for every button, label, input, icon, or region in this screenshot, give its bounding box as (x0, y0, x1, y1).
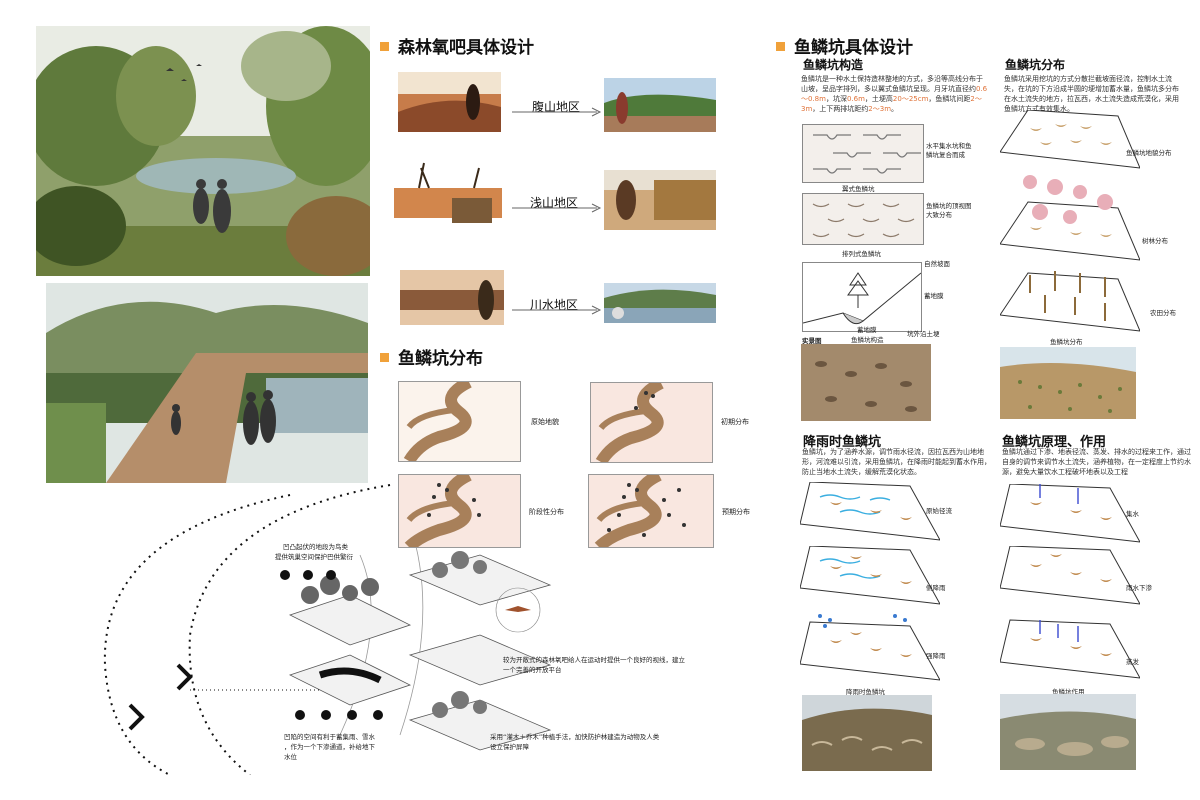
forest-section-title: 森林氧吧具体设计 (380, 33, 534, 58)
tree-distribution-label: 树林分布 (1142, 237, 1168, 245)
middle-note-line1: 较为开敞式的森林氧吧给人在运动时提供一个良好的视线，建立 (503, 656, 685, 664)
pit-section-figure (802, 262, 922, 332)
principle-caption: 鱼鳞坑作用 (1052, 688, 1085, 696)
region1-arrow-icon (512, 107, 602, 117)
construction-text-part: 鱼鳞坑是一种水土保持造林整地的方式，多沿等高线分布于山坡，呈品字排列，多以翼式鱼… (801, 75, 983, 93)
farm-distribution-diagram (1000, 271, 1140, 332)
construction-text-part: 。 (891, 105, 899, 113)
rain-label-light: 侧降雨 (926, 584, 946, 592)
construction-text-part: ，土埂高 (864, 95, 893, 103)
principle-evaporate-diagram (1000, 619, 1140, 679)
principle-label-seep: 雨水下渗 (1126, 584, 1152, 592)
middle-note-line2: 一个完善的开放平台 (503, 666, 562, 674)
stage-label-initial: 初期分布 (721, 418, 749, 426)
orange-square-icon (380, 42, 389, 51)
rain-label-heavy: 强降雨 (926, 652, 946, 660)
stage-panel-phased (398, 469, 521, 552)
section-label-film: 蓄地膜 (924, 292, 944, 300)
orange-square-icon (776, 42, 785, 51)
principle-label-collect: 集水 (1126, 510, 1139, 518)
array-pit-note-line2: 大致分布 (926, 211, 952, 219)
principle-title: 鱼鳞坑原理、作用 (1002, 435, 1107, 450)
bottom-right-note-line1: 采用“灌木＋乔木”种植手法，加快防护林建造为动物及人类 (490, 733, 660, 741)
section-label-ridge: 坑外沿土埂 (907, 330, 940, 338)
farm-distribution-label: 农田分布 (1150, 309, 1176, 317)
construction-title: 鱼鳞坑构造 (803, 58, 864, 72)
region3-after-photo (604, 283, 716, 323)
rain-real-photo (802, 695, 932, 771)
highlight-value: 0.6～0.8m (801, 85, 988, 103)
top-note-line1: 凹凸起伏的地段为鸟类 (283, 543, 348, 551)
stage-label-phased: 阶段性分布 (529, 508, 564, 516)
rain-heavy-diagram (800, 614, 940, 681)
pit-distribution-title: 鱼鳞坑分布 (1005, 58, 1066, 72)
highlight-value: 2～3m (868, 105, 892, 113)
section-label-slope: 自然坡面 (924, 260, 950, 268)
region1-after-photo (604, 78, 716, 132)
region3-before-photo (400, 270, 504, 325)
bottom-right-note-line2: 设立保护屏障 (490, 743, 529, 751)
section-caption-line2: 鱼鳞坑构造 (851, 336, 884, 344)
region3-arrow-icon (512, 305, 602, 315)
wing-pit-figure (802, 124, 924, 183)
principle-label-evaporate: 蒸发 (1126, 658, 1139, 666)
wing-pit-caption: 翼式鱼鳞坑 (842, 185, 875, 193)
construction-text-part: ，坑深 (825, 95, 847, 103)
stage-panel-initial (590, 377, 713, 466)
principle-real-photo (1000, 694, 1136, 770)
rain-caption: 降雨时鱼鳞坑 (846, 688, 885, 696)
array-pit-figure (802, 193, 924, 245)
top-note-line2: 提供筑巢空间保护巴供繁衍 (275, 553, 353, 561)
region2-label: 浅山地区 (530, 196, 579, 210)
photo-label: 实景图 (802, 337, 822, 345)
distribution-real-photo (1000, 347, 1136, 419)
forest-park-render (36, 26, 370, 276)
region1-before-photo (398, 72, 501, 132)
stage-panel-original (398, 376, 521, 465)
terrain-distribution-diagram (1000, 110, 1140, 169)
construction-text-part: ，上下两排坑距约 (812, 105, 869, 113)
region2-before-photo (394, 158, 502, 230)
terrain-distribution-label: 鱼鳞坑地貌分布 (1126, 149, 1172, 157)
construction-real-photo (801, 344, 931, 421)
rain-title: 降雨时鱼鳞坑 (803, 435, 882, 450)
rain-light-diagram (800, 546, 940, 605)
boardwalk-render (46, 283, 368, 483)
pit-distribution-caption: 鱼鳞坑分布 (1050, 338, 1083, 346)
highlight-value: 0.6m (846, 95, 865, 103)
tree-distribution-diagram (1000, 175, 1140, 261)
rain-label-original: 原始径流 (926, 507, 952, 515)
bottom-left-note-line1: 凹陷的空间有利于蓄集雨、雪水 (284, 733, 375, 741)
section-caption-line1: 蓄地膜 (857, 326, 877, 334)
design-section-title: 鱼鳞坑具体设计 (776, 33, 913, 58)
construction-text: 鱼鳞坑是一种水土保持造林整地的方式，多沿等高线分布于山坡，呈品字排列，多以翼式鱼… (801, 74, 989, 114)
bottom-left-note-line2: ，作为一个下渗通道，补给地下 (284, 743, 375, 751)
array-pit-caption: 排列式鱼鳞坑 (842, 250, 881, 258)
rain-text: 鱼鳞坑，为了涵养水源，调节雨水径流，因拉瓦西为山地地形，河流难以引流，采用鱼鳞坑… (802, 448, 991, 476)
orange-square-icon (380, 353, 389, 362)
stage-panel-expected (588, 469, 714, 552)
stage-label-expected: 预期分布 (722, 508, 750, 516)
principle-text: 鱼鳞坑通过下渗、地表径流、蒸发、排水的过程来工作，通过自身的调节来调节水土流失，… (1002, 448, 1191, 476)
array-pit-note-line1: 鱼鳞坑的顶视图 (926, 202, 972, 210)
region1-label: 腹山地区 (532, 100, 581, 114)
region3-label: 川水地区 (530, 298, 579, 312)
region2-arrow-icon (512, 203, 602, 213)
construction-text-part: ，鱼鳞坑间距 (928, 95, 971, 103)
rain-original-diagram (800, 482, 940, 541)
highlight-value: 2～3m (801, 95, 982, 113)
wing-pit-note-line1: 水平集水坑和鱼 (926, 142, 972, 150)
principle-seep-diagram (1000, 546, 1140, 605)
region2-after-photo (604, 170, 716, 230)
stage-label-original: 原始地貌 (531, 418, 559, 426)
bottom-left-note-line3: 水位 (284, 753, 297, 761)
wing-pit-note-line2: 鳞坑复合而成 (926, 151, 965, 159)
distribution-section-title: 鱼鳞坑分布 (380, 344, 483, 369)
pit-distribution-text: 鱼鳞坑采用挖坑的方式分散拦截坡面径流，控制水土流失，在坑的下方沿成半圆的埂增加蓄… (1004, 75, 1179, 113)
principle-collect-diagram (1000, 484, 1140, 543)
highlight-value: 20～25cm (892, 95, 929, 103)
